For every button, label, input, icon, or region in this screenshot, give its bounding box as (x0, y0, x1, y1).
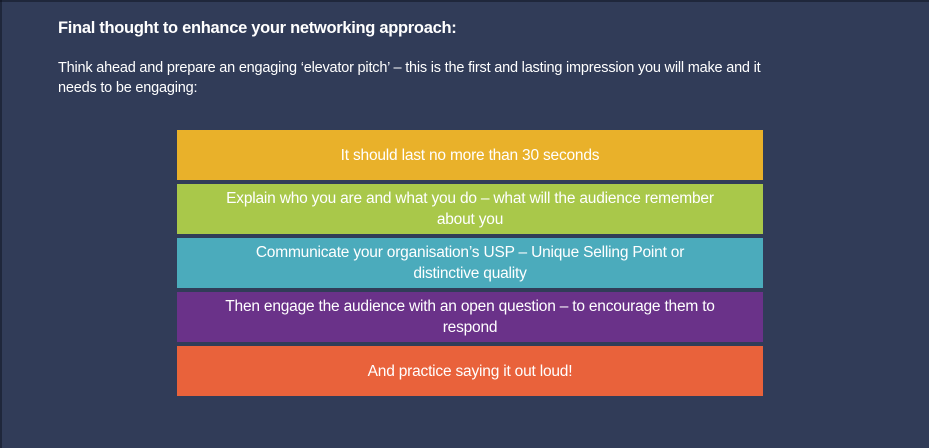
intro-paragraph: Think ahead and prepare an engaging ‘ele… (58, 58, 761, 98)
step-duration-text: It should last no more than 30 seconds (340, 146, 600, 164)
step-usp-text-line-2: distinctive quality (413, 265, 527, 282)
step-open-question-text-line-2: respond (442, 319, 498, 336)
step-usp-text-line-1: Communicate your organisation’s USP – Un… (255, 244, 685, 261)
step-open-question-text-line-1: Then engage the audience with an open qu… (225, 298, 715, 315)
step-practice-text: And practice saying it out loud! (367, 362, 573, 380)
step-who-you-are-bar: Explain who you are and what you do – wh… (177, 184, 763, 234)
step-duration-bar: It should last no more than 30 seconds (177, 130, 763, 180)
step-usp-bar: Communicate your organisation’s USP – Un… (177, 238, 763, 288)
step-who-you-are-text-line-2: about you (436, 211, 504, 228)
step-who-you-are-text-line-1: Explain who you are and what you do – wh… (226, 190, 714, 207)
slide-heading: Final thought to enhance your networking… (58, 19, 457, 37)
step-practice-bar: And practice saying it out loud! (177, 346, 763, 396)
intro-line-1: Think ahead and prepare an engaging ‘ele… (58, 60, 761, 76)
step-open-question-bar: Then engage the audience with an open qu… (177, 292, 763, 342)
intro-line-2: needs to be engaging: (58, 80, 198, 96)
elevator-pitch-steps: It should last no more than 30 seconds E… (177, 130, 763, 396)
